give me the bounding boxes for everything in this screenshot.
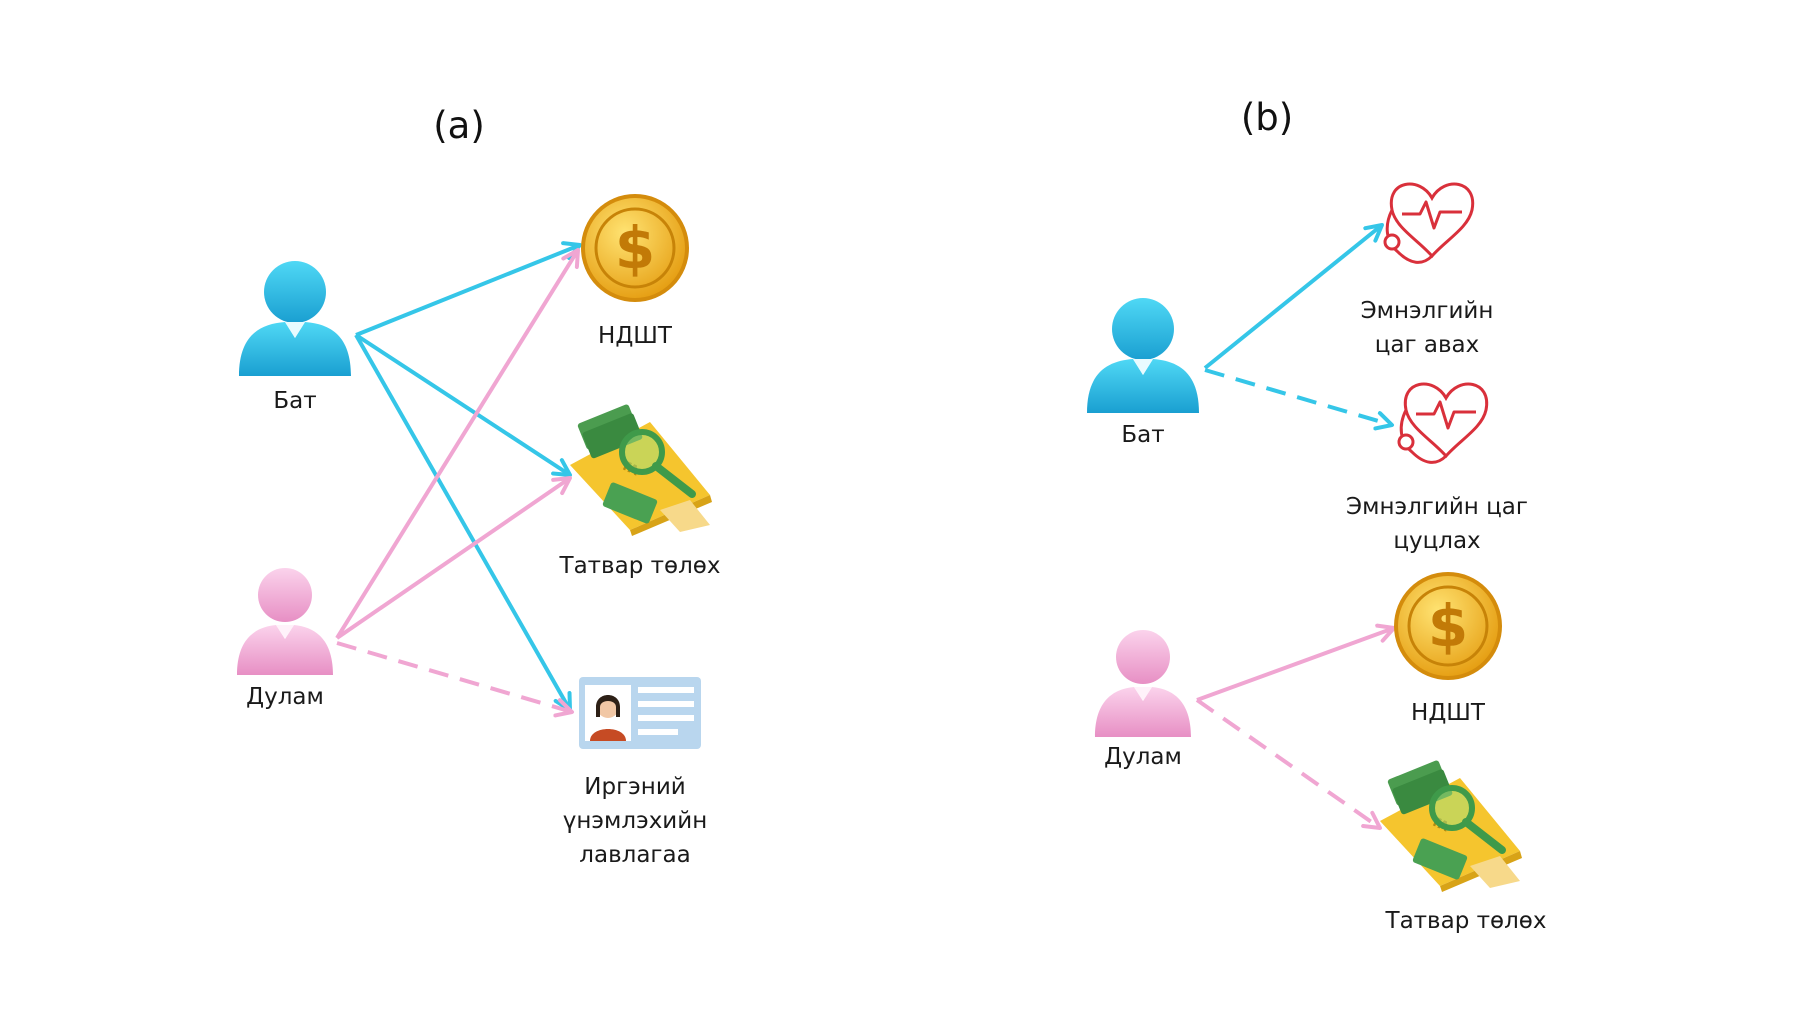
arrow-dulam-tax — [335, 476, 572, 640]
panel-b-title: (b) — [1241, 96, 1293, 139]
label-id-line1: Иргэний — [584, 774, 685, 800]
label-ndsht-a: НДШТ — [598, 323, 673, 349]
label-bat-b: Бат — [1121, 422, 1164, 448]
label-hosp-book-line2: цаг авах — [1375, 332, 1480, 358]
arrow-dulam-ndsht-b — [1196, 623, 1396, 702]
label-id-line3: лавлагаа — [579, 842, 690, 868]
panel-b-arrows — [1195, 223, 1396, 830]
label-hosp-book-line1: Эмнэлгийн — [1361, 298, 1494, 324]
arrow-dulam-id-dashed — [336, 641, 574, 718]
panel-a-title: (a) — [433, 104, 485, 147]
arrow-dulam-tax-b-dashed — [1195, 698, 1382, 830]
arrow-bat-ndsht — [355, 241, 582, 337]
label-dulam-a: Дулам — [246, 684, 324, 710]
arrow-bat-tax — [354, 333, 572, 477]
person-icon-dulam-a — [237, 568, 333, 675]
label-hosp-cancel-line1: Эмнэлгийн цаг — [1346, 494, 1528, 520]
dollar-coin-icon-a — [579, 192, 691, 304]
dollar-coin-icon-b — [1392, 570, 1504, 682]
heart-stethoscope-icon-cancel — [1397, 382, 1489, 464]
panel-a-arrows — [335, 241, 582, 718]
person-icon-dulam-b — [1095, 630, 1191, 737]
tax-document-icon-b — [1380, 760, 1522, 892]
person-icon-bat-b — [1087, 298, 1199, 413]
id-card-icon — [579, 677, 701, 749]
arrow-bat-id — [354, 334, 572, 712]
heart-stethoscope-icon-book — [1383, 182, 1475, 264]
arrow-dulam-ndsht — [335, 248, 580, 640]
label-tax-b: Татвар төлөх — [1385, 908, 1547, 934]
tax-document-icon-a — [570, 404, 712, 536]
arrow-bat-hosp-cancel-dashed — [1204, 368, 1394, 431]
label-tax-a: Татвар төлөх — [559, 553, 721, 579]
label-ndsht-b: НДШТ — [1411, 700, 1486, 726]
label-hosp-cancel-line2: цуцлах — [1393, 528, 1480, 554]
label-id-line2: үнэмлэхийн — [563, 808, 708, 834]
arrow-bat-hosp-book — [1203, 223, 1384, 370]
label-dulam-b: Дулам — [1104, 744, 1182, 770]
label-bat-a: Бат — [273, 388, 316, 414]
person-icon-bat-a — [239, 261, 351, 376]
